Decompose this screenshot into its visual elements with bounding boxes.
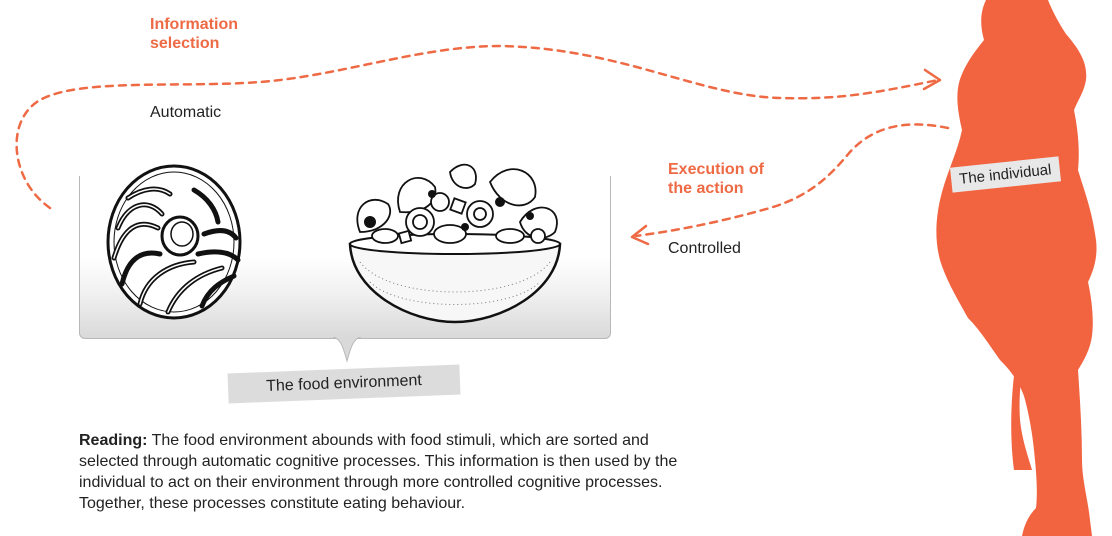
execution-label: Execution of the action xyxy=(668,161,765,197)
reading-text: The food environment abounds with food s… xyxy=(79,432,678,512)
salad-bowl-icon xyxy=(348,163,562,324)
controlled-label: Controlled xyxy=(668,240,741,257)
execution-arrowhead xyxy=(630,224,650,246)
information-selection-label: Information selection xyxy=(150,16,238,52)
person-silhouette-icon xyxy=(936,0,1097,536)
information-selection-arrow xyxy=(15,44,940,210)
reading-lead: Reading: xyxy=(79,432,148,449)
donut-icon xyxy=(106,164,242,320)
reading-caption: Reading: The food environment abounds wi… xyxy=(79,430,679,514)
automatic-label: Automatic xyxy=(150,104,222,121)
tray-pointer xyxy=(333,337,361,363)
execution-arrow xyxy=(634,123,950,238)
information-selection-arrowhead xyxy=(922,68,942,91)
